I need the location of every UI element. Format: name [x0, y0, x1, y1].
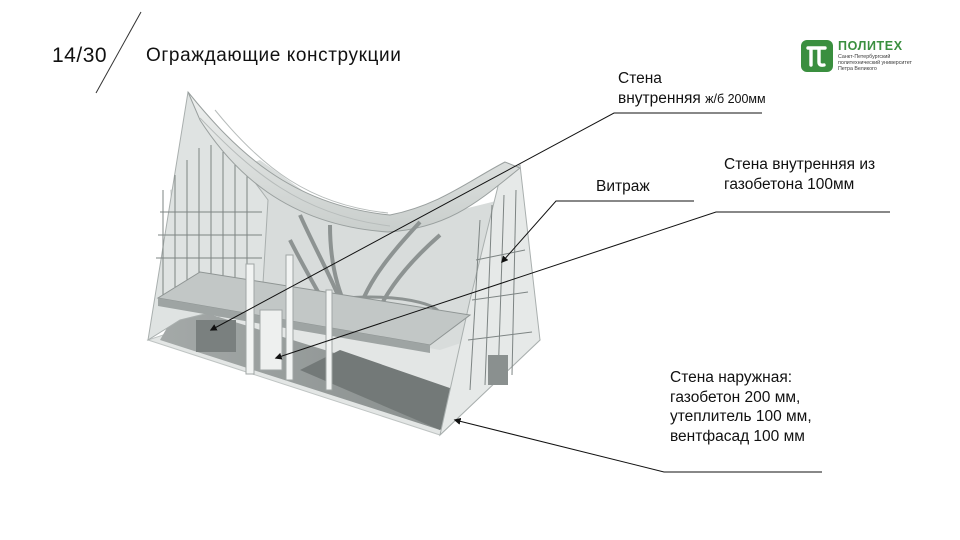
curved-roof — [187, 91, 521, 233]
header-divider — [95, 11, 142, 94]
logo-subtitle: Санкт-Петербургский политехнический унив… — [838, 54, 912, 73]
partition-wall — [259, 309, 283, 371]
ground-floor-shade — [300, 350, 470, 430]
mezzanine-slab-edge — [158, 298, 430, 353]
leader-wall-rc — [209, 112, 762, 331]
label-wall-rc: Стена внутренняя ж/б 200мм — [618, 69, 766, 109]
label-wall-rc-type: внутренняя — [618, 89, 701, 107]
label-wall-aerated: Стена внутренняя из газобетона 100мм — [724, 155, 875, 194]
label-wall-rc-spec: ж/б 200мм — [705, 91, 766, 106]
label-wall-rc-line1: Стена — [618, 70, 662, 87]
label-wall-outer: Стена наружная: газобетон 200 мм, утепли… — [670, 368, 812, 446]
logo-subtitle-line: Санкт-Петербургский — [838, 54, 891, 60]
label-wall-outer-line1: Стена наружная: — [670, 369, 793, 386]
stair-block — [196, 320, 236, 352]
slide-title: Ограждающие конструкции — [146, 45, 402, 66]
label-curtain-wall: Витраж — [596, 178, 650, 195]
label-wall-aerated-line1: Стена внутренняя из — [724, 156, 876, 173]
logo-subtitle-line: политехнический университет — [838, 60, 912, 67]
leader-curtain-wall — [501, 200, 694, 264]
roof-ribs — [199, 109, 391, 227]
right-gable-mullions — [467, 189, 533, 391]
logo-name: ПОЛИТЕХ — [838, 39, 903, 53]
slide-number: 14/30 — [52, 44, 108, 67]
label-wall-outer-line4: вентфасад 100 мм — [670, 427, 805, 445]
partition-wall — [285, 254, 294, 381]
leader-wall-aerated — [274, 211, 890, 360]
logo-subtitle-line: Петра Великого — [838, 66, 877, 73]
leader-wall-outer — [453, 417, 822, 473]
stair-block — [488, 355, 508, 385]
partition-wall — [245, 263, 255, 375]
left-gable-mullions — [156, 145, 262, 302]
label-wall-outer-line3: утеплитель 100 мм, — [670, 408, 812, 425]
logo-mark-icon — [801, 40, 833, 72]
label-wall-outer-line2: газобетон 200 мм, — [670, 388, 801, 406]
leader-lines — [209, 112, 890, 473]
university-logo: ПОЛИТЕХ Санкт-Петербургский политехничес… — [801, 38, 931, 78]
label-wall-aerated-line2: газобетона 100мм — [724, 175, 855, 193]
label-wall-rc-line2: внутренняя ж/б 200мм — [618, 89, 766, 110]
